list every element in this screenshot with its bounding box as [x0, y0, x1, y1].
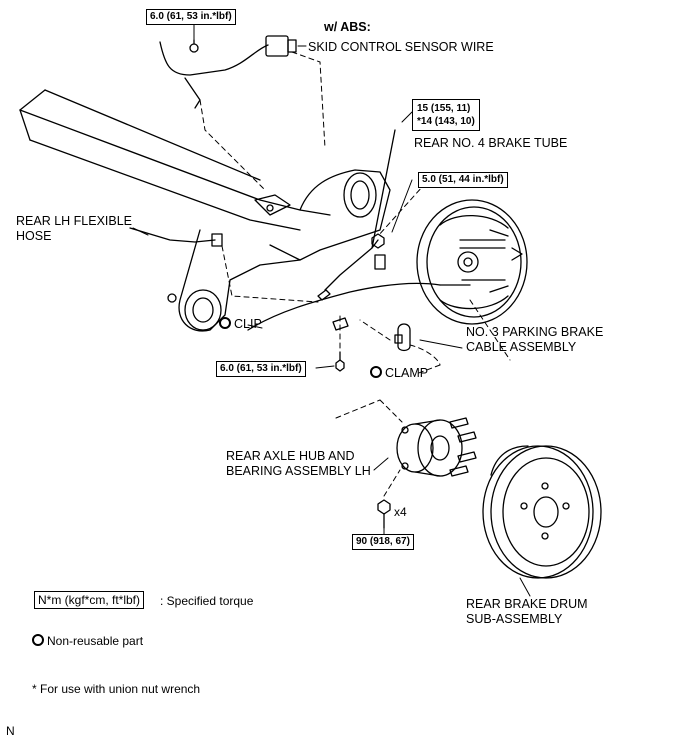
figure-code: N [6, 724, 15, 738]
legend-nonreusable-text: Non-reusable part [47, 634, 144, 648]
nonreusable-icon [32, 634, 44, 646]
skid-sensor-wire [159, 35, 297, 109]
torque-sensor-bolt: 6.0 (61, 53 in.*lbf) [146, 9, 236, 25]
cable-clamp [394, 323, 411, 352]
rear-axle-beam [19, 89, 391, 332]
label-drum-line1: REAR BRAKE DRUM [466, 597, 588, 611]
label-axle-hub-line1: REAR AXLE HUB AND [226, 449, 355, 463]
label-clip: CLIP [219, 317, 262, 332]
label-brake-tube: REAR NO. 4 BRAKE TUBE [414, 136, 568, 150]
leader-lines [132, 24, 531, 597]
label-parking-cable-line2: CABLE ASSEMBLY [466, 340, 577, 354]
brake-drum [482, 445, 602, 579]
brake-tube [317, 129, 396, 301]
torque-brake-tube-line1: 15 (155, 11) [417, 103, 471, 114]
label-clamp: CLAMP [370, 366, 428, 381]
label-axle-hub-line2: BEARING ASSEMBLY LH [226, 464, 371, 478]
brake-backing-plate [374, 199, 528, 325]
legend-torque-unit-box: N*m (kgf*cm, ft*lbf) [34, 591, 145, 609]
legend-nonreusable: Non-reusable part [32, 634, 143, 649]
label-flex-hose-line2: HOSE [16, 229, 52, 243]
hub-bolt [377, 499, 391, 529]
torque-brake-tube-line2: *14 (143, 10) [417, 116, 475, 127]
torque-brake-tube: 15 (155, 11) *14 (143, 10) [412, 99, 480, 131]
label-parking-cable-line1: NO. 3 PARKING BRAKE [466, 325, 604, 339]
torque-backing-bolt: 5.0 (51, 44 in.*lbf) [418, 172, 508, 188]
torque-hub-bolt: 90 (918, 67) [352, 534, 414, 550]
flexible-hose [129, 227, 223, 247]
torque-clip-bolt: 6.0 (61, 53 in.*lbf) [216, 361, 306, 377]
clamp-text: CLAMP [385, 366, 429, 380]
backing-plate-bolt [371, 233, 385, 249]
legend-torque-desc: : Specified torque [160, 594, 254, 608]
parking-brake-cable [247, 282, 471, 331]
clip-text: CLIP [234, 317, 262, 331]
label-bolt-count: x4 [394, 505, 407, 519]
label-drum-line2: SUB-ASSEMBLY [466, 612, 563, 626]
legend-asterisk-note: * For use with union nut wrench [32, 682, 201, 696]
assembly-guide-lines [199, 51, 511, 497]
label-skid-sensor-wire: SKID CONTROL SENSOR WIRE [308, 40, 494, 54]
axle-hub [396, 417, 477, 477]
abs-note: w/ ABS: [324, 20, 371, 34]
nonreusable-icon [370, 366, 382, 378]
clip-bolt [335, 351, 345, 372]
nonreusable-icon [219, 317, 231, 329]
label-flex-hose-line1: REAR LH FLEXIBLE [16, 214, 133, 228]
